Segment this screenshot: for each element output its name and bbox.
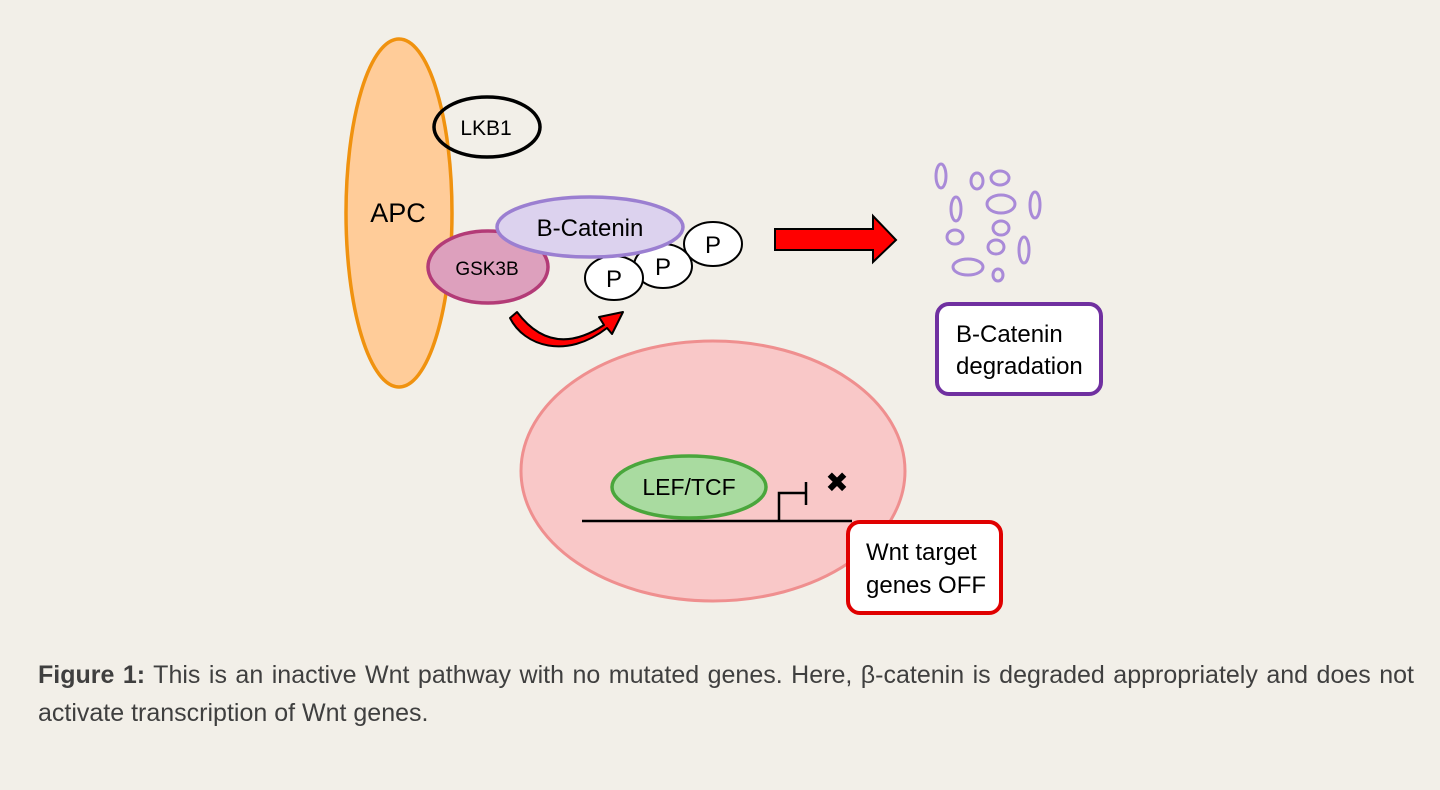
- degradation-arrow-icon: [774, 213, 898, 265]
- fragment: [991, 219, 1011, 237]
- wnt-target-box: [846, 520, 1003, 615]
- fragment: [991, 267, 1005, 283]
- gsk3b-label: GSK3B: [455, 259, 518, 280]
- fragment: [989, 169, 1011, 187]
- figure-caption: Figure 1: This is an inactive Wnt pathwa…: [38, 656, 1414, 732]
- fragment: [1017, 235, 1031, 265]
- phosphate-group: [683, 221, 743, 267]
- degradation-box: [935, 302, 1103, 396]
- phosphate-label: P: [705, 232, 721, 259]
- fragment: [969, 171, 985, 191]
- phosphate-label: P: [655, 254, 671, 281]
- fragment: [1028, 190, 1042, 220]
- caption-label: Figure 1:: [38, 661, 146, 689]
- fragment: [951, 257, 985, 277]
- degraded-fragments: [934, 162, 1042, 283]
- bcatenin-protein: [495, 195, 685, 259]
- phosphate-label: P: [606, 266, 622, 293]
- lkb1-label: LKB1: [460, 117, 511, 140]
- leftcf-protein: [610, 454, 768, 520]
- gsk3b-protein: [426, 229, 550, 305]
- degradation-label-line1: B-Catenin: [956, 321, 1063, 348]
- fragment: [949, 195, 963, 223]
- fragment: [986, 238, 1006, 256]
- wnt-target-label-line1: Wnt target: [866, 539, 977, 566]
- phosphorylation-arrow-icon: [509, 311, 624, 348]
- lkb1-protein: [432, 95, 542, 159]
- wnt-target-label-line2: genes OFF: [866, 572, 986, 599]
- caption-text: This is an inactive Wnt pathway with no …: [38, 661, 1414, 727]
- fragment: [945, 228, 965, 246]
- wnt-pathway-diagram: ✖ LEF/TCF APC LKB1 GSK3B P P P B-Catenin: [344, 37, 1103, 615]
- leftcf-label: LEF/TCF: [642, 474, 735, 500]
- off-mark-icon: ✖: [825, 467, 848, 498]
- fragment: [985, 193, 1017, 215]
- transcription-start-symbol: [777, 482, 808, 521]
- apc-protein: [344, 37, 454, 389]
- bcatenin-label: B-Catenin: [537, 215, 644, 242]
- degradation-label-line2: degradation: [956, 353, 1083, 380]
- apc-label: APC: [370, 198, 426, 228]
- fragment: [934, 162, 948, 190]
